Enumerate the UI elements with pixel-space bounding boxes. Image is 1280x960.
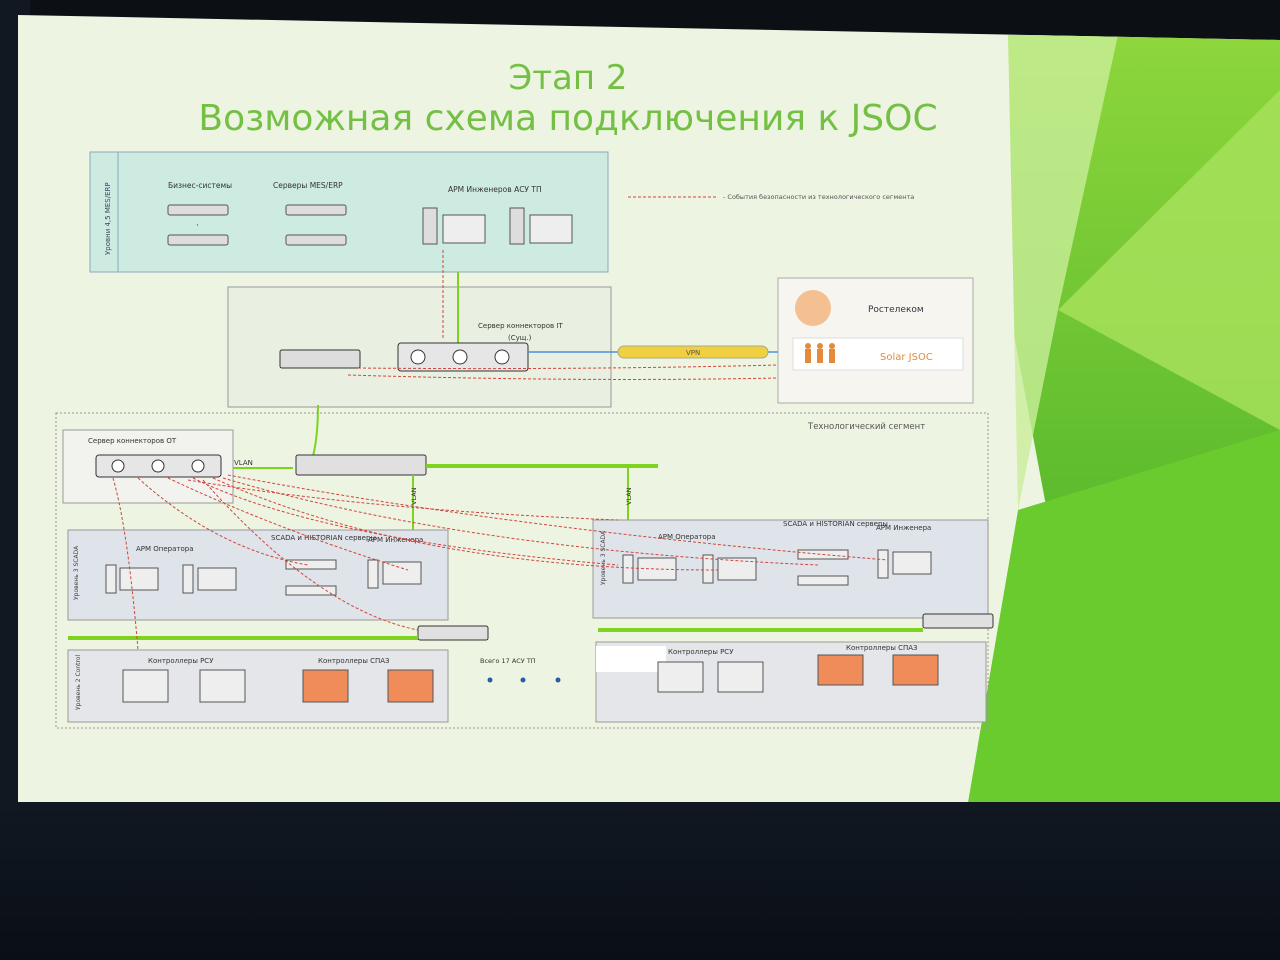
obscured-label [596,646,666,672]
switch-right [922,613,994,629]
disk-icon [452,349,468,365]
arm-operator-left: АРМ Оператора [136,545,194,553]
level3-label-left: Уровень 3 SCADA [73,545,80,600]
vlan-label-2: VLAN [410,487,418,505]
scada-right-devices [622,549,932,586]
event-flow [357,364,779,370]
level3-label-right: Уровень 3 SCADA [600,530,607,585]
core-switch [295,454,427,476]
plc-rcu-left: Контроллеры РСУ [148,657,214,665]
plc-right [657,654,939,693]
ot-connector-label: Сервер коннекторов ОТ [88,437,177,445]
disk-icon [191,459,205,473]
total-asutp: Всего 17 АСУ ТП [480,657,536,665]
dot [487,677,493,683]
mes-servers [285,204,347,246]
solar-jsoc-label: Solar JSOC [880,352,933,363]
biz-servers: · [167,204,229,246]
arm-engineers-label: АРМ Инженеров АСУ ТП [448,185,542,194]
it-connector-label: Сервер коннекторов IT [478,322,563,330]
switch-left [417,625,489,641]
level45-label: Уровни 4,5 MES/ERP [104,182,112,255]
tech-segment-label: Технологический сегмент [807,422,925,432]
room-floor [0,800,1280,960]
people-icon [805,343,835,363]
disk-icon [111,459,125,473]
arm-workstations-top [422,207,573,245]
arm-operator-right: АРМ Оператора [658,533,716,541]
network-diagram: Уровни 4,5 MES/ERP Бизнес-системы Сервер… [55,35,1280,802]
vpn-tunnel [617,345,769,359]
mes-servers-label: Серверы MES/ERP [273,181,343,190]
rostelecom-label: Ростелеком [868,305,924,315]
plc-spaz-left: Контроллеры СПАЗ [318,657,390,665]
vpn-label: VPN [686,349,700,357]
disk-icon [494,349,510,365]
legend-text: - События безопасности из технологическо… [723,193,914,201]
firewall-device [279,349,361,369]
scada-left-devices [105,559,422,596]
decor-shape [1058,90,1280,430]
presentation-screen: Этап 2 Возможная схема подключения к JSO… [18,15,1280,802]
biz-systems-label: Бизнес-системы [168,181,232,190]
arm-engineer-right: АРМ Инженера [876,524,931,532]
scada-hist-right: SCADA и HISTORIAN серверы [783,520,888,528]
dot [555,677,561,683]
vlan-label-1: VLAN [234,459,253,467]
decor-shape [968,430,1280,802]
plc-left [122,669,434,703]
slide-title-line1: Этап 2 [508,58,628,98]
svg-text:·: · [196,221,199,231]
event-flows-ot [112,474,889,651]
arm-engineer-left: АРМ Инженера [368,536,423,544]
solar-logo [795,290,831,326]
it-connector-sub: (Сущ.) [508,334,532,342]
level2-label: Уровень 2 Control [75,655,82,710]
disk-icon [151,459,165,473]
slide-title-line2: Возможная схема подключения к JSOC [198,98,938,139]
dot [520,677,526,683]
event-flow [347,374,779,380]
vlan-label-3: VLAN [625,487,633,505]
plc-spaz-right: Контроллеры СПАЗ [846,644,918,652]
disk-icon [410,349,426,365]
scada-hist-left: SCADA и HISTORIAN серверы [271,534,376,542]
plc-rcu-right: Контроллеры РСУ [668,648,734,656]
